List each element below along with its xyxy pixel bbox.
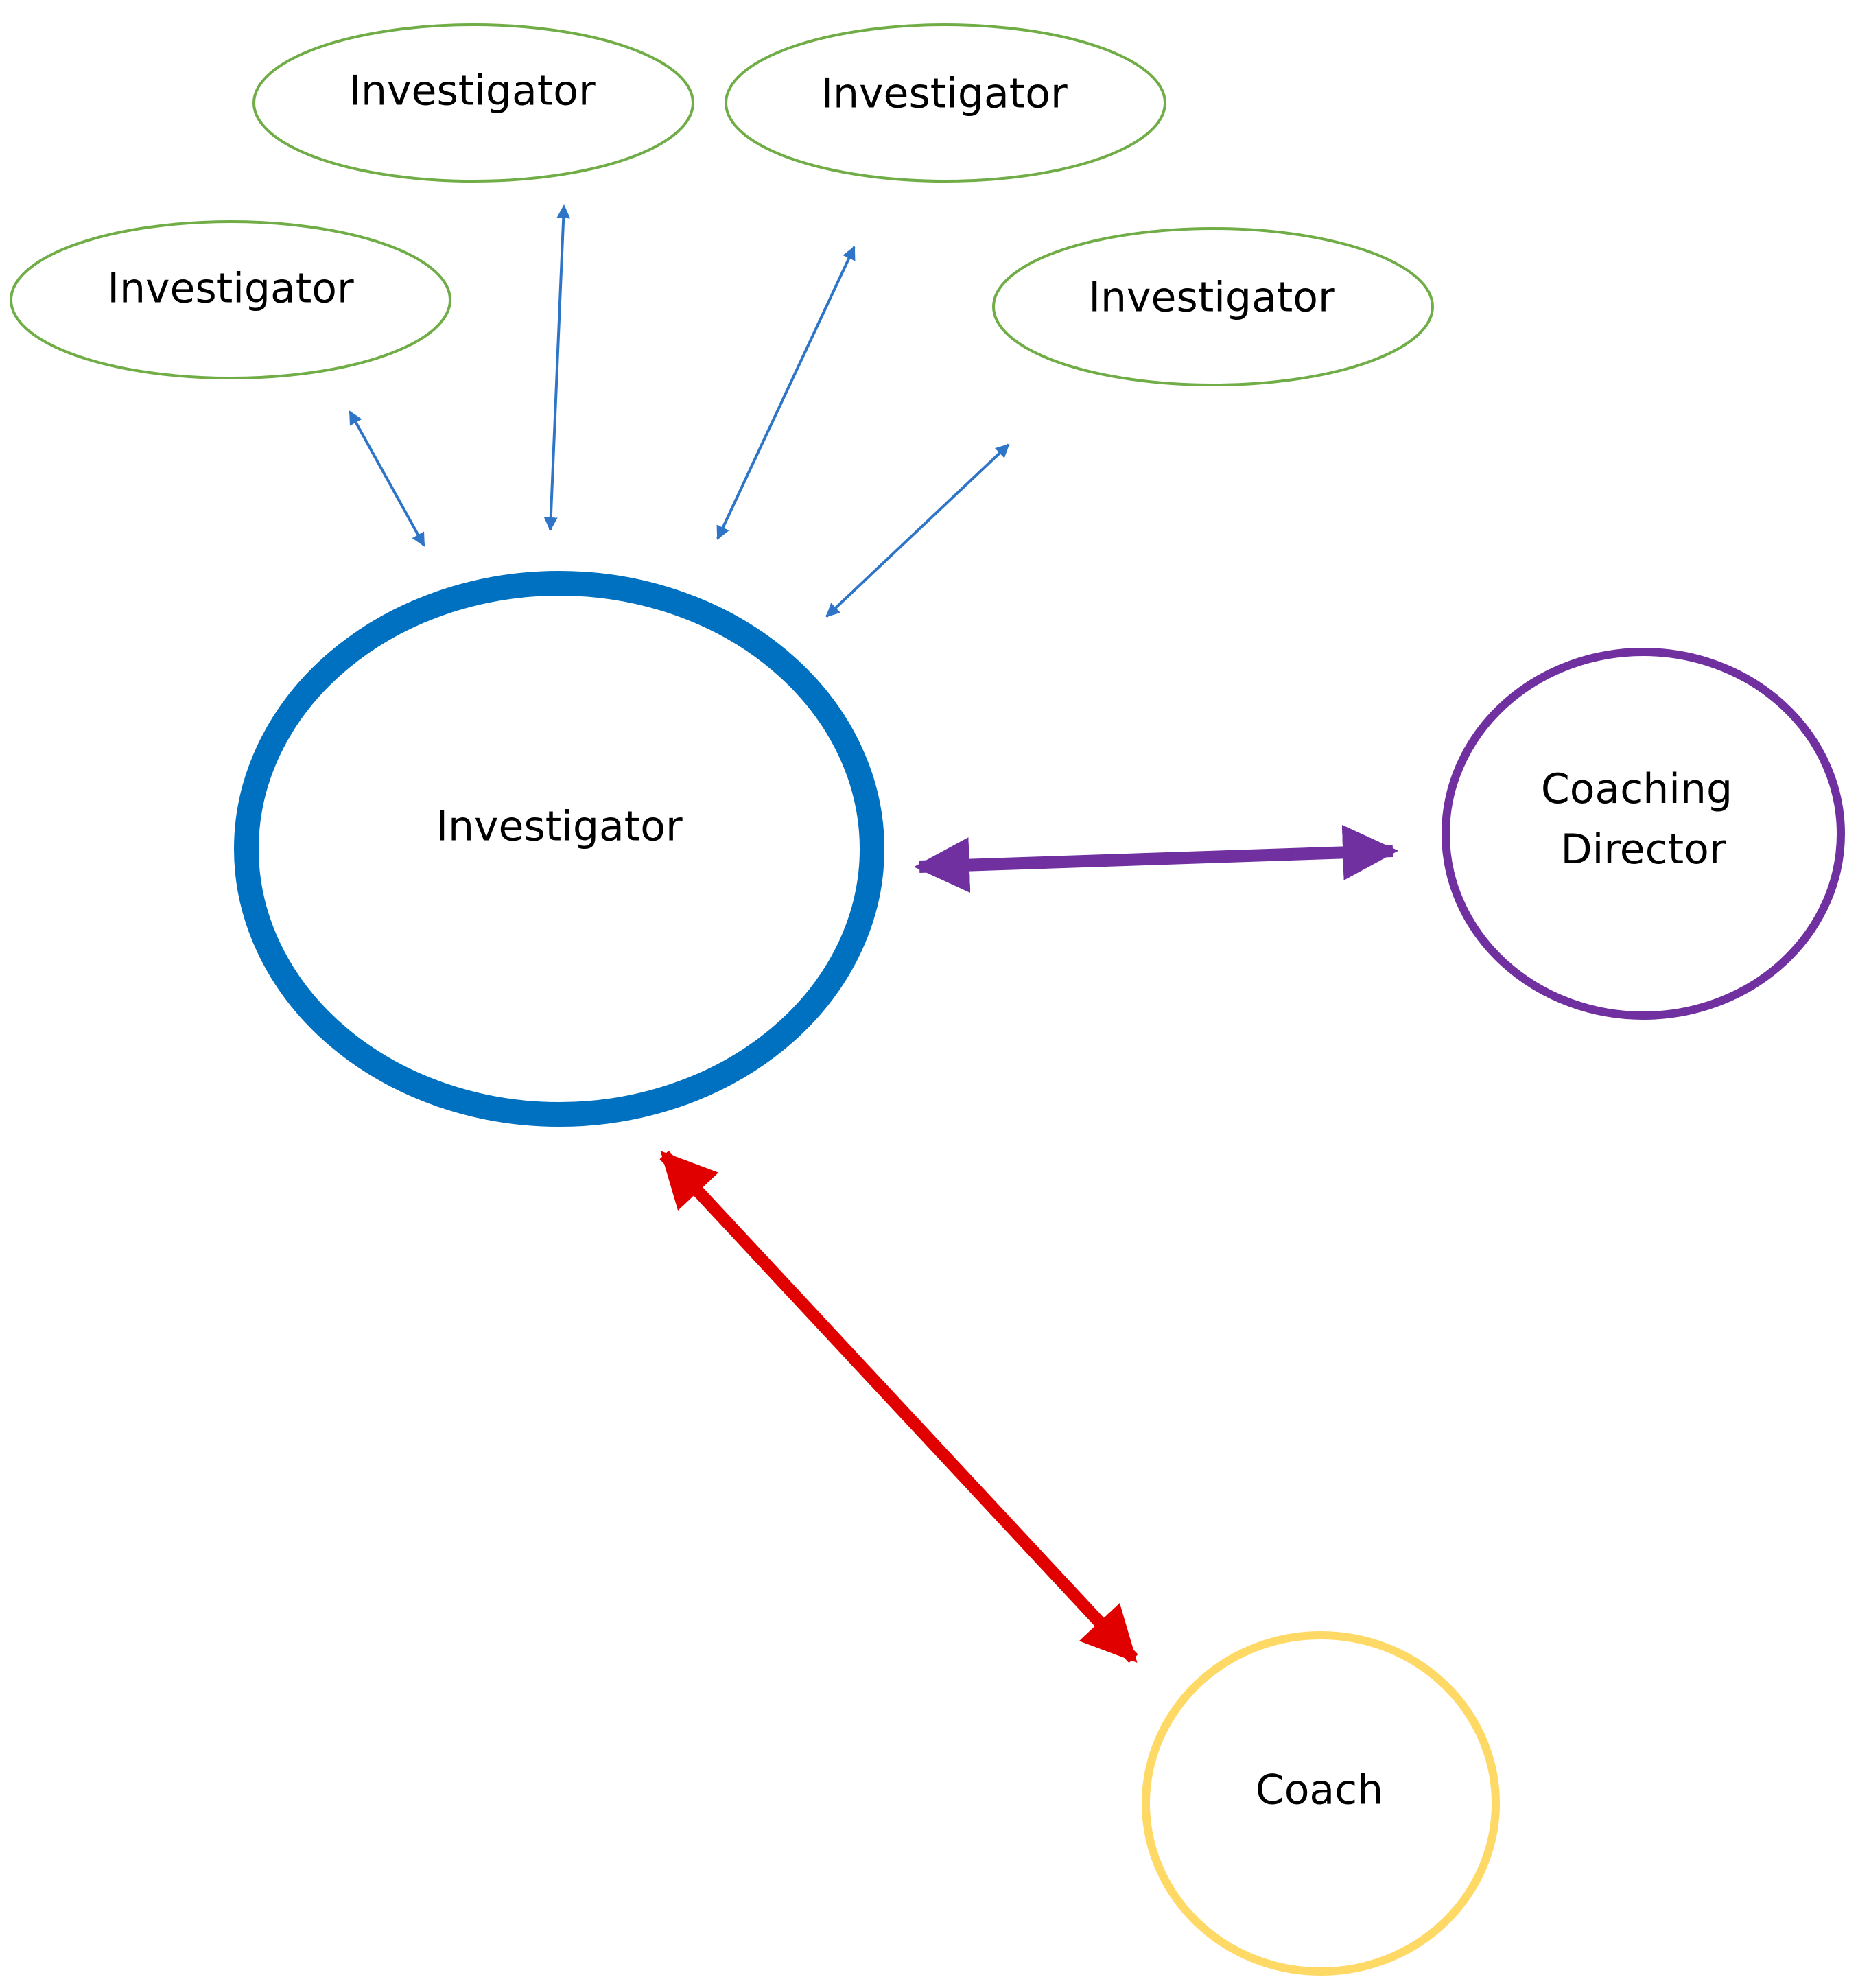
coaching-director-label-line1: Coaching xyxy=(1541,765,1732,813)
peer-arrow-4 xyxy=(825,443,1010,618)
coach-ellipse xyxy=(1142,1631,1500,1976)
main-investigator-ellipse xyxy=(234,571,884,1127)
director-arrow xyxy=(913,824,1399,893)
peer-arrow-1 xyxy=(349,410,425,547)
peer-investigator-label-4: Investigator xyxy=(1088,274,1335,322)
peer-investigator-ellipse-4 xyxy=(992,227,1434,386)
peer-arrow-3 xyxy=(716,246,856,540)
main-investigator-label: Investigator xyxy=(436,803,683,851)
peer-investigator-node-3: Investigator xyxy=(725,23,1166,183)
peer-investigator-node-2: Investigator xyxy=(252,23,694,183)
coaching-director-label-line2: Director xyxy=(1560,826,1726,874)
peer-arrow-2 xyxy=(543,204,571,531)
coaching-director-label: Coaching Director xyxy=(1541,765,1745,874)
peer-investigator-node-4: Investigator xyxy=(992,227,1434,386)
coaching-director-node: Coaching Director xyxy=(1442,648,1845,1020)
peer-investigator-node-1: Investigator xyxy=(10,220,451,379)
peer-investigator-ellipse-3 xyxy=(725,23,1166,183)
coach-label: Coach xyxy=(1256,1766,1383,1814)
coach-arrow xyxy=(659,1150,1138,1663)
peer-investigator-label-2: Investigator xyxy=(349,67,596,115)
coach-node: Coach xyxy=(1142,1631,1500,1976)
peer-investigator-ellipse-1 xyxy=(10,220,451,379)
main-investigator-node: Investigator xyxy=(234,571,884,1127)
peer-investigator-label-3: Investigator xyxy=(821,70,1068,118)
coaching-director-ellipse xyxy=(1442,648,1845,1020)
peer-investigator-label-1: Investigator xyxy=(107,265,354,313)
peer-investigator-ellipse-2 xyxy=(252,23,694,183)
